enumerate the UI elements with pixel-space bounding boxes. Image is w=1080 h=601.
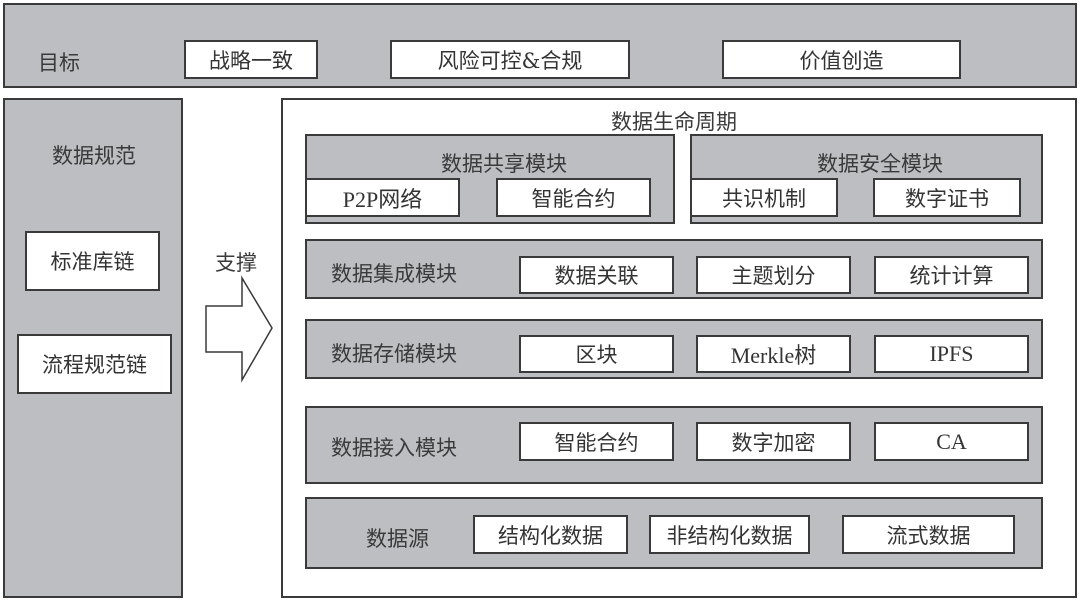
digital-encryption: 数字加密 <box>696 422 851 461</box>
ipfs: IPFS <box>874 335 1029 373</box>
data-sharing-title: 数据共享模块 <box>441 152 567 176</box>
data-security-title: 数据安全模块 <box>817 152 943 176</box>
p2p-network: P2P网络 <box>305 178 460 217</box>
statistical-computing: 统计计算 <box>874 256 1029 294</box>
right-arrow-icon <box>205 275 273 383</box>
topic-division: 主题划分 <box>696 256 851 294</box>
consensus-mechanism: 共识机制 <box>690 178 838 217</box>
process-standard-chain: 流程规范链 <box>17 334 172 394</box>
goal-risk-compliance: 风险可控&合规 <box>390 40 630 79</box>
standard-library-chain: 标准库链 <box>25 231 160 291</box>
data-access-title: 数据接入模块 <box>331 436 457 460</box>
structured-data: 结构化数据 <box>473 515 628 554</box>
streaming-data: 流式数据 <box>842 515 1015 554</box>
smart-contract-sharing: 智能合约 <box>496 178 651 217</box>
unstructured-data: 非结构化数据 <box>649 515 810 554</box>
digital-certificate: 数字证书 <box>873 178 1021 217</box>
data-lifecycle-title: 数据生命周期 <box>611 110 737 134</box>
data-standards-title: 数据规范 <box>52 144 136 168</box>
data-source-title: 数据源 <box>366 527 429 551</box>
goals-label: 目标 <box>38 51 80 75</box>
data-storage-title: 数据存储模块 <box>331 342 457 366</box>
data-association: 数据关联 <box>519 256 674 294</box>
goal-value-creation: 价值创造 <box>722 40 961 79</box>
goal-strategic-alignment: 战略一致 <box>184 40 318 79</box>
smart-contract-access: 智能合约 <box>519 422 674 461</box>
block: 区块 <box>519 335 674 373</box>
ca: CA <box>874 422 1029 461</box>
data-integration-title: 数据集成模块 <box>331 262 457 286</box>
support-label: 支撑 <box>215 251 257 275</box>
merkle-tree: Merkle树 <box>696 335 851 373</box>
